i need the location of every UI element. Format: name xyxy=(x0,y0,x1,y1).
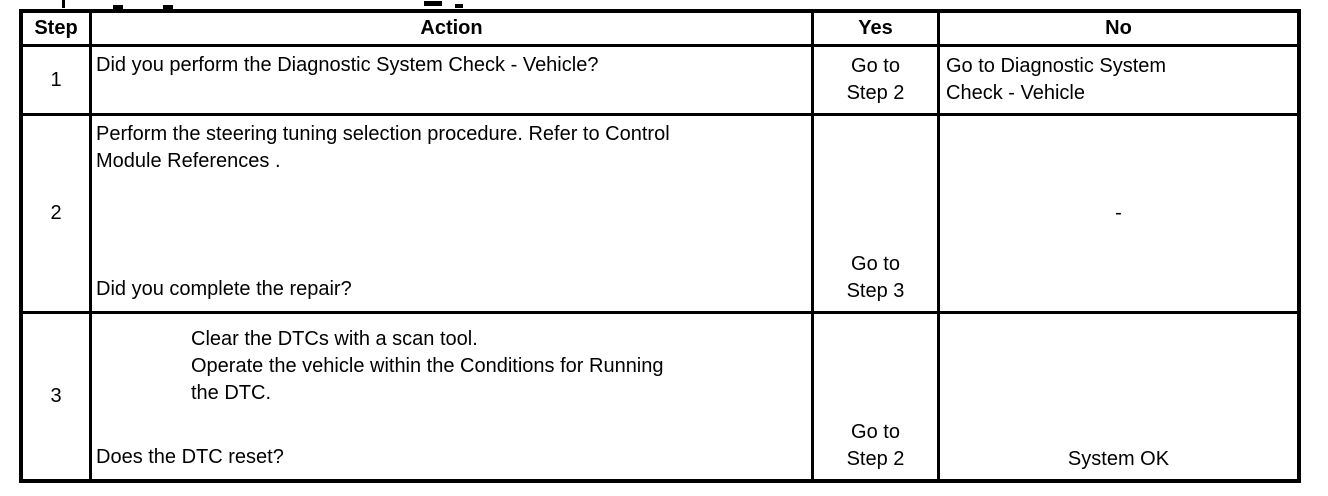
action-cell-row2: Perform the steering tuning selection pr… xyxy=(92,116,811,311)
action-cell-row3: Clear the DTCs with a scan tool. Operate… xyxy=(92,314,811,479)
column-header-no: No xyxy=(940,13,1297,44)
column-header-step: Step xyxy=(23,13,89,44)
action-question-row2: Did you complete the repair? xyxy=(96,278,352,300)
step-number-2: 2 xyxy=(23,116,89,311)
text-fragment xyxy=(424,1,442,6)
diagnostic-procedure-table: Step Action Yes No 1 Did you perform the… xyxy=(19,9,1301,483)
yes-cell-row2: Go to Step 3 xyxy=(814,116,937,311)
text-fragment xyxy=(62,0,65,8)
action-body-row2: Perform the steering tuning selection pr… xyxy=(96,123,670,172)
column-header-action: Action xyxy=(92,13,811,44)
column-header-yes: Yes xyxy=(814,13,937,44)
action-question-row1: Did you perform the Diagnostic System Ch… xyxy=(96,54,599,76)
text-fragment xyxy=(113,5,123,9)
yes-cell-row1: Go to Step 2 xyxy=(814,47,937,113)
action-list-row3: Clear the DTCs with a scan tool. Operate… xyxy=(191,328,664,404)
step-number-3: 3 xyxy=(23,314,89,479)
action-question-row3: Does the DTC reset? xyxy=(96,446,284,468)
text-fragment xyxy=(455,4,463,8)
no-cell-row2: - xyxy=(940,116,1297,311)
action-cell-row1: Did you perform the Diagnostic System Ch… xyxy=(92,47,811,113)
yes-cell-row3: Go to Step 2 xyxy=(814,314,937,479)
step-number-1: 1 xyxy=(23,47,89,113)
no-cell-row3: System OK xyxy=(940,314,1297,479)
no-cell-row1: Go to Diagnostic System Check - Vehicle xyxy=(940,47,1297,113)
text-fragment xyxy=(163,5,173,9)
